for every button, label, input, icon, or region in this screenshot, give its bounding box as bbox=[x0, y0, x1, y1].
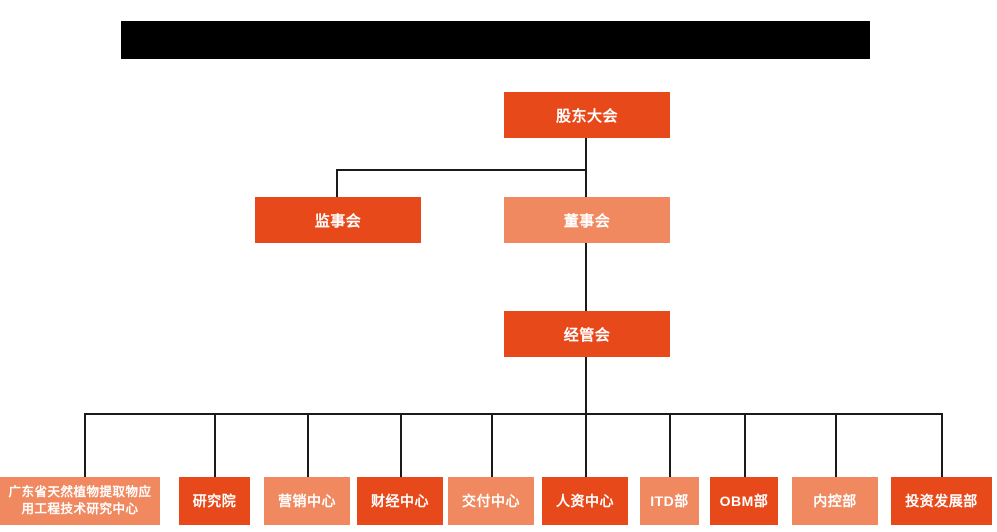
node-marketing-center[interactable]: 营销中心 bbox=[264, 477, 350, 525]
connector-drop-internal-control-dept bbox=[835, 413, 837, 477]
node-directors-label: 董事会 bbox=[563, 212, 611, 230]
connector-directors-drop bbox=[585, 169, 587, 197]
node-research-center[interactable]: 广东省天然植物提取物应 用工程技术研究中心 bbox=[0, 477, 160, 525]
connector-drop-research-center bbox=[84, 413, 86, 477]
connector-level2-bus bbox=[336, 169, 586, 171]
node-supervisors-label: 监事会 bbox=[314, 212, 362, 230]
node-research-center-label: 广东省天然植物提取物应 用工程技术研究中心 bbox=[8, 484, 151, 518]
connector-drop-itd-dept bbox=[669, 413, 671, 477]
node-itd-dept-label: ITD部 bbox=[650, 493, 689, 509]
connector-level4-bus bbox=[84, 413, 942, 415]
node-management-label: 经管会 bbox=[563, 326, 611, 344]
node-supervisors[interactable]: 监事会 bbox=[255, 197, 421, 243]
connector-drop-marketing-center bbox=[307, 413, 309, 477]
title-banner bbox=[121, 21, 870, 59]
node-institute-label: 研究院 bbox=[192, 493, 237, 509]
node-management[interactable]: 经管会 bbox=[504, 311, 670, 357]
node-delivery-center-label: 交付中心 bbox=[462, 493, 520, 509]
connector-shareholders-down bbox=[585, 138, 587, 170]
connector-directors-management bbox=[585, 243, 587, 311]
connector-supervisors-drop bbox=[336, 169, 338, 197]
node-marketing-center-label: 营销中心 bbox=[278, 493, 336, 509]
node-investment-dev-dept[interactable]: 投资发展部 bbox=[891, 477, 992, 525]
connector-drop-hr-center bbox=[585, 413, 587, 477]
connector-drop-delivery-center bbox=[491, 413, 493, 477]
connector-management-down bbox=[585, 357, 587, 414]
node-institute[interactable]: 研究院 bbox=[179, 477, 250, 525]
connector-drop-investment-dev-dept bbox=[941, 413, 943, 477]
node-directors[interactable]: 董事会 bbox=[504, 197, 670, 243]
node-finance-center[interactable]: 财经中心 bbox=[357, 477, 443, 525]
node-itd-dept[interactable]: ITD部 bbox=[640, 477, 699, 525]
node-hr-center-label: 人资中心 bbox=[556, 493, 614, 509]
node-research-center-line1: 广东省天然植物提取物应 bbox=[8, 485, 152, 500]
connector-drop-obm-dept bbox=[744, 413, 746, 477]
node-hr-center[interactable]: 人资中心 bbox=[542, 477, 628, 525]
node-obm-dept-label: OBM部 bbox=[719, 493, 769, 509]
node-investment-dev-dept-label: 投资发展部 bbox=[905, 493, 978, 509]
node-shareholders[interactable]: 股东大会 bbox=[504, 92, 670, 138]
connector-drop-finance-center bbox=[400, 413, 402, 477]
node-obm-dept[interactable]: OBM部 bbox=[710, 477, 778, 525]
node-research-center-line2: 用工程技术研究中心 bbox=[21, 502, 139, 516]
node-delivery-center[interactable]: 交付中心 bbox=[448, 477, 534, 525]
node-finance-center-label: 财经中心 bbox=[371, 493, 429, 509]
node-shareholders-label: 股东大会 bbox=[555, 107, 618, 125]
node-internal-control-dept-label: 内控部 bbox=[813, 493, 857, 509]
connector-drop-institute bbox=[214, 413, 216, 477]
node-internal-control-dept[interactable]: 内控部 bbox=[792, 477, 878, 525]
